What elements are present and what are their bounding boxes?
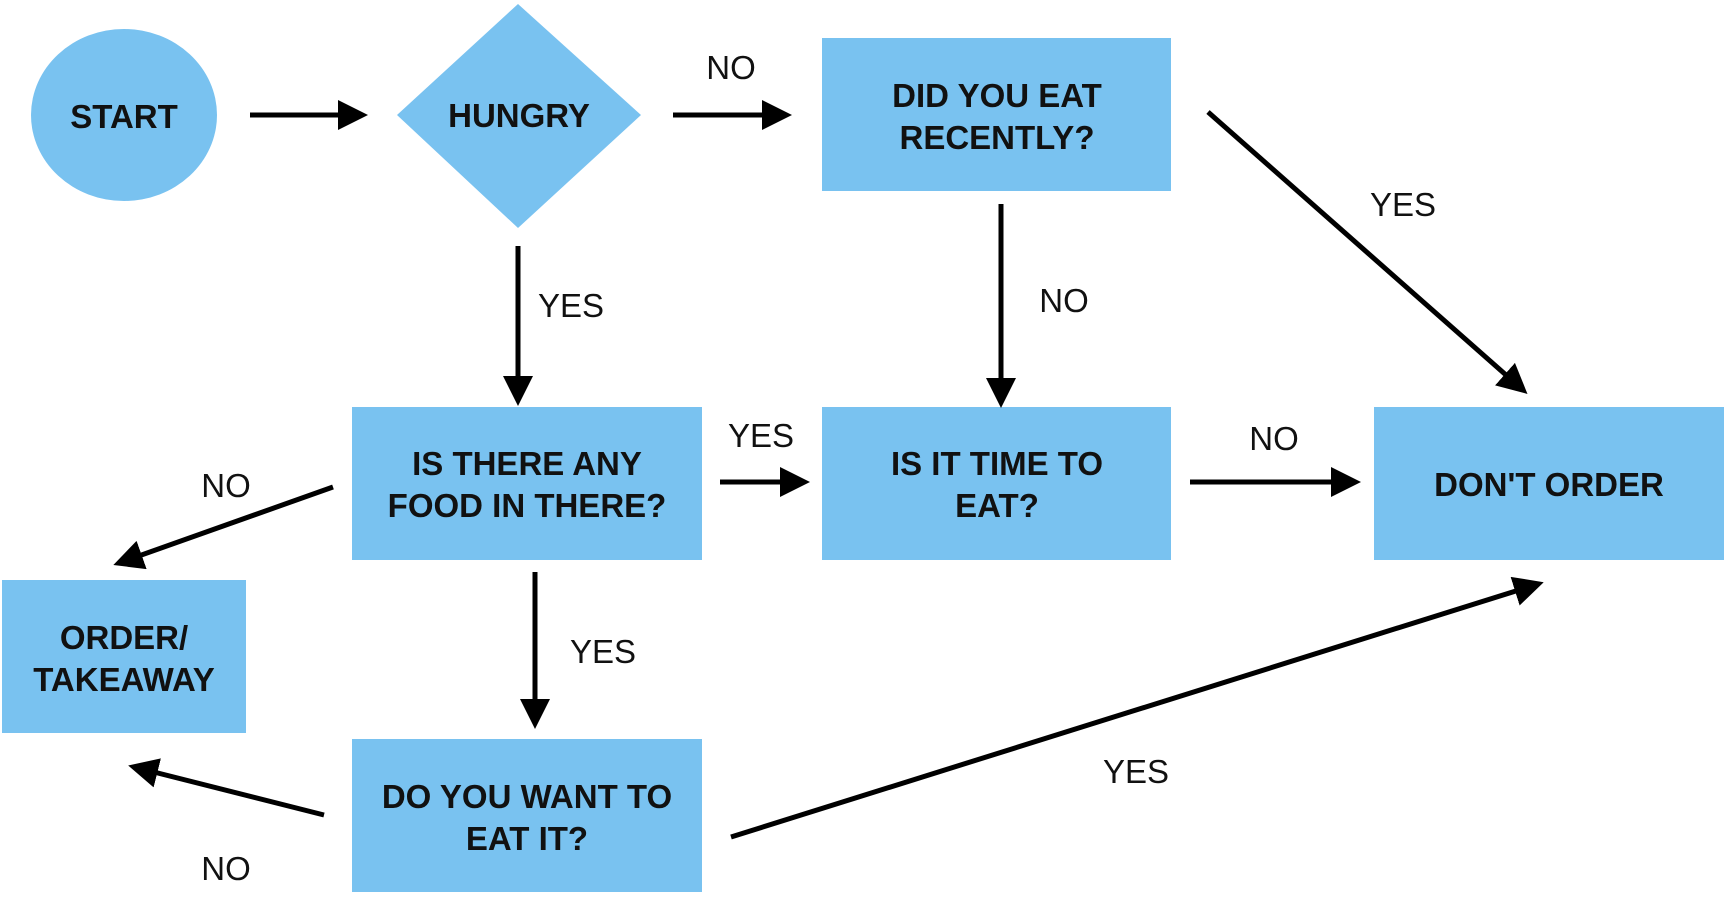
edge-label-ate-recently-yes: YES: [1370, 186, 1436, 223]
start-label: START: [70, 98, 178, 135]
arrow-food-there-to-order-takeaway: [113, 484, 334, 570]
node-dont-order: DON'T ORDER: [1374, 407, 1724, 560]
food-there-box: [352, 407, 702, 560]
time-to-eat-line2: EAT?: [955, 487, 1039, 524]
dont-order-label: DON'T ORDER: [1434, 466, 1664, 503]
arrow-want-to-eat-to-dont-order: [730, 576, 1544, 840]
hungry-diamond: [397, 4, 641, 228]
node-start: START: [31, 29, 217, 201]
edge-label-food-there-no: NO: [201, 467, 251, 504]
edge-label-ate-recently-no: NO: [1039, 282, 1089, 319]
edge-label-want-to-eat-yes: YES: [1103, 753, 1169, 790]
order-takeaway-line2: TAKEAWAY: [33, 661, 215, 698]
node-order-takeaway: ORDER/ TAKEAWAY: [2, 580, 246, 733]
ate-recently-line1: DID YOU EAT: [892, 77, 1102, 114]
edge-label-time-to-eat-no: NO: [1249, 420, 1299, 457]
hungry-label: HUNGRY: [448, 97, 590, 134]
edge-label-food-there-yes-right: YES: [728, 417, 794, 454]
want-to-eat-line1: DO YOU WANT TO: [382, 778, 672, 815]
node-ate-recently: DID YOU EAT RECENTLY?: [822, 38, 1171, 191]
node-hungry: HUNGRY: [397, 4, 641, 228]
edge-label-hungry-no: NO: [706, 49, 756, 86]
time-to-eat-line1: IS IT TIME TO: [891, 445, 1103, 482]
ate-recently-line2: RECENTLY?: [900, 119, 1095, 156]
dont-order-box: [1374, 407, 1724, 560]
arrow-ate-recently-to-dont-order: [1206, 110, 1528, 394]
edge-label-hungry-yes: YES: [538, 287, 604, 324]
node-want-to-eat: DO YOU WANT TO EAT IT?: [352, 739, 702, 892]
node-time-to-eat: IS IT TIME TO EAT?: [822, 407, 1171, 560]
edge-label-want-to-eat-no: NO: [201, 850, 251, 887]
start-circle: [31, 29, 217, 201]
node-food-there: IS THERE ANY FOOD IN THERE?: [352, 407, 702, 560]
want-to-eat-box: [352, 739, 702, 892]
time-to-eat-box: [822, 407, 1171, 560]
ate-recently-box: [822, 38, 1171, 191]
order-takeaway-line1: ORDER/: [60, 619, 188, 656]
food-there-line2: FOOD IN THERE?: [388, 487, 667, 524]
edge-label-food-there-yes-down: YES: [570, 633, 636, 670]
want-to-eat-line2: EAT IT?: [466, 820, 588, 857]
arrow-want-to-eat-to-order-takeaway: [128, 758, 325, 818]
food-there-line1: IS THERE ANY: [412, 445, 642, 482]
order-takeaway-box: [2, 580, 246, 733]
